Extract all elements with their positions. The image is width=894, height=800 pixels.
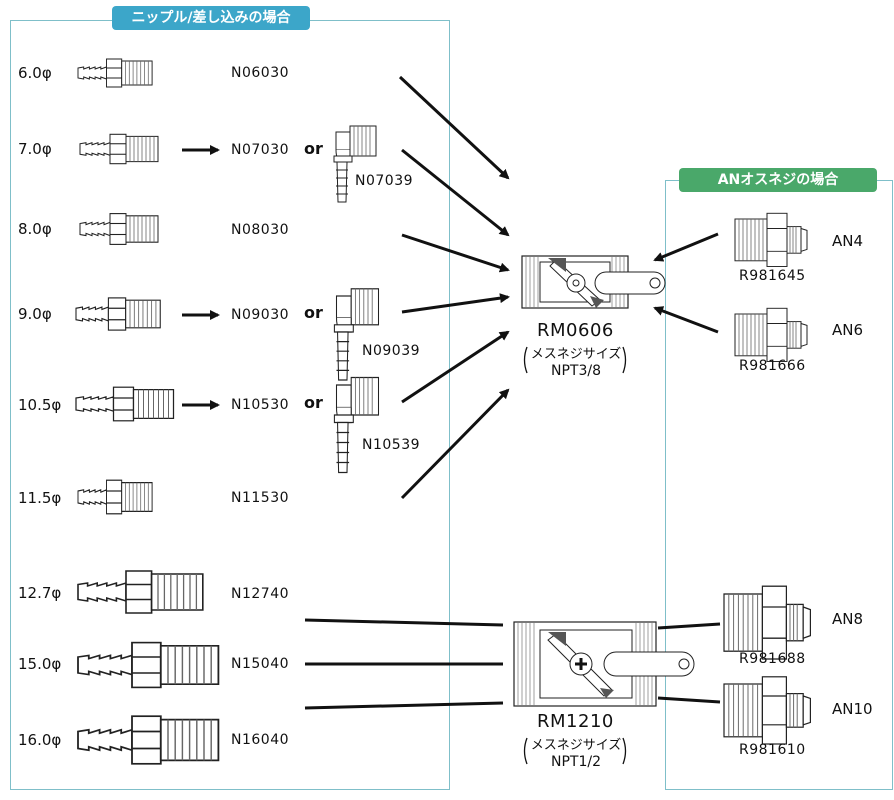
nipple-graphic: [79, 213, 159, 245]
nipple-code: N11530: [231, 490, 290, 506]
valve-rm1210-graphic: [513, 621, 695, 707]
elbow-nipple-graphic: [333, 125, 377, 203]
valve-thread: NPT3/8: [551, 363, 601, 379]
an-code: R981610: [739, 742, 806, 758]
arrow: [400, 388, 510, 500]
an-size: AN10: [832, 700, 873, 718]
an-fitting-graphic: [723, 676, 812, 745]
arrow: [653, 232, 719, 262]
valve-name: RM0606: [537, 320, 614, 341]
nipple-size: 10.5φ: [18, 396, 62, 414]
nipple-code: N08030: [231, 222, 290, 238]
nipple-size: 7.0φ: [18, 140, 52, 158]
nipple-code: N07030: [231, 142, 290, 158]
an-section-title: ANオスネジの場合: [679, 168, 877, 192]
an-size: AN4: [832, 232, 864, 250]
nipple-graphic: [77, 715, 220, 765]
arrow: [401, 293, 510, 314]
an-code: R981666: [739, 358, 806, 374]
nipple-code: N10530: [231, 397, 290, 413]
nipple-size: 15.0φ: [18, 655, 62, 673]
nipple-size: 12.7φ: [18, 584, 62, 602]
valve-thread-note: メスネジサイズ: [530, 347, 622, 362]
nipple-code: N16040: [231, 732, 290, 748]
or-label: or: [304, 393, 323, 412]
nipple-code: N15040: [231, 656, 290, 672]
arrow: [401, 330, 510, 404]
nipple-graphic: [77, 58, 153, 88]
valve-thread: NPT1/2: [551, 754, 601, 770]
nipple-graphic: [77, 570, 204, 614]
an-fitting-graphic: [723, 585, 812, 660]
an-code: R981645: [739, 268, 806, 284]
elbow-nipple-graphic: [333, 376, 380, 474]
elbow-code: N09039: [362, 343, 421, 359]
nipple-graphic: [75, 297, 161, 331]
an-code: R981688: [739, 651, 806, 667]
connector-line: [657, 696, 721, 704]
nipple-section-title: ニップル/差し込みの場合: [112, 6, 310, 30]
nipple-size: 9.0φ: [18, 305, 52, 323]
an-fitting-graphic: [734, 307, 808, 362]
nipple-size: 8.0φ: [18, 220, 52, 238]
connector-line: [657, 622, 721, 630]
connector-line: [304, 618, 504, 627]
or-label: or: [304, 303, 323, 322]
connector-line: [304, 701, 504, 710]
nipple-graphic: [79, 133, 159, 165]
nipple-code: N12740: [231, 586, 290, 602]
nipple-size: 16.0φ: [18, 731, 62, 749]
or-label: or: [304, 139, 323, 158]
arrow: [401, 148, 510, 237]
nipple-graphic: [77, 479, 153, 515]
an-size: AN8: [832, 610, 864, 628]
an-fitting-graphic: [734, 212, 808, 267]
elbow-nipple-graphic: [333, 288, 380, 381]
nipple-code: N09030: [231, 307, 290, 323]
elbow-code: N10539: [362, 437, 421, 453]
an-size: AN6: [832, 321, 864, 339]
arrow: [398, 75, 510, 180]
arrow: [401, 233, 510, 273]
nipple-size: 6.0φ: [18, 64, 52, 82]
valve-rm0606-graphic: [521, 255, 666, 309]
arrow: [653, 306, 719, 334]
nipple-graphic: [75, 386, 175, 422]
nipple-graphic: [77, 641, 220, 689]
valve-name: RM1210: [537, 711, 614, 732]
elbow-code: N07039: [355, 173, 414, 189]
valve-thread-note: メスネジサイズ: [530, 738, 622, 753]
nipple-size: 11.5φ: [18, 489, 62, 507]
nipple-code: N06030: [231, 65, 290, 81]
